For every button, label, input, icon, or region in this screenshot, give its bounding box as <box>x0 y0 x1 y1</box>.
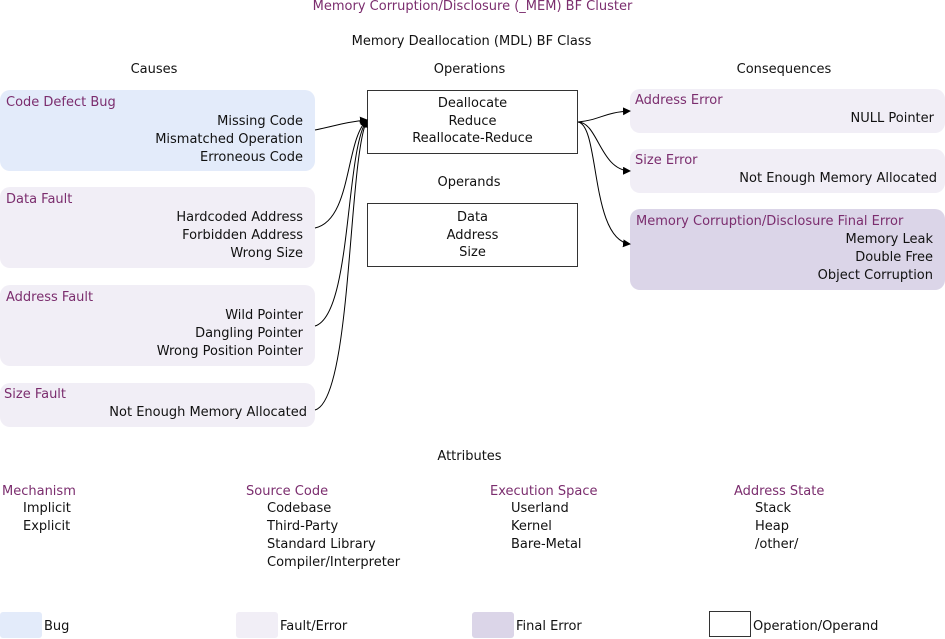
cause-item: Not Enough Memory Allocated <box>109 405 307 420</box>
attribute-list-execution-space: Userland Kernel Bare-Metal <box>511 500 582 554</box>
attribute-title: Execution Space <box>490 484 598 499</box>
cause-title: Code Defect Bug <box>6 95 116 110</box>
operation-item: Reduce <box>448 113 497 129</box>
attribute-item: Userland <box>511 501 569 516</box>
arrow-operations-to-final-error <box>577 121 631 248</box>
legend-label-fault: Fault/Error <box>280 619 348 634</box>
cause-title: Data Fault <box>6 192 73 207</box>
cluster-title: Memory Corruption/Disclosure (_MEM) BF C… <box>312 0 633 14</box>
legend-label-bug: Bug <box>44 619 70 634</box>
attribute-item: Compiler/Interpreter <box>267 555 401 570</box>
operand-item: Size <box>459 245 486 260</box>
arrow-operations-to-address-error <box>577 107 631 123</box>
consequences-header: Consequences <box>736 62 832 77</box>
attribute-list-mechanism: Implicit Explicit <box>23 500 71 536</box>
operand-item: Data <box>456 210 489 225</box>
operands-header: Operands <box>437 175 501 190</box>
consequence-title: Memory Corruption/Disclosure Final Error <box>636 214 904 229</box>
consequence-item: Double Free <box>855 250 933 265</box>
arrow-data-fault-to-operations <box>314 119 368 229</box>
legend-label-operation: Operation/Operand <box>753 619 879 634</box>
legend-label-final: Final Error <box>516 619 582 634</box>
cause-title: Size Fault <box>4 387 67 402</box>
attribute-title: Mechanism <box>2 484 76 499</box>
legend-swatch-operation <box>709 611 751 637</box>
cause-address-fault: Address Fault Wild Pointer Dangling Poin… <box>0 285 315 366</box>
attribute-list-address-state: Stack Heap /other/ <box>755 500 798 554</box>
arrow-code-defect-to-operations <box>314 116 368 131</box>
attribute-item: Third-Party <box>267 519 339 534</box>
legend-swatch-final <box>472 612 514 638</box>
cause-item: Mismatched Operation <box>155 132 303 147</box>
cause-item: Dangling Pointer <box>195 326 303 341</box>
causes-header: Causes <box>130 62 178 77</box>
cause-item: Forbidden Address <box>182 228 303 243</box>
operations-box: Deallocate Reduce Reallocate-Reduce <box>367 90 578 154</box>
consequence-item: NULL Pointer <box>850 111 934 126</box>
attribute-item: Stack <box>755 501 791 516</box>
attributes-header: Attributes <box>437 449 502 464</box>
attribute-title: Address State <box>734 484 825 499</box>
attribute-item: Implicit <box>23 501 71 516</box>
arrow-address-fault-to-operations <box>314 119 368 327</box>
attribute-title: Source Code <box>246 484 329 499</box>
cause-item: Hardcoded Address <box>176 210 303 225</box>
consequence-address-error: Address Error NULL Pointer <box>630 89 945 133</box>
cause-item: Wild Pointer <box>225 308 303 323</box>
cause-size-fault: Size Fault Not Enough Memory Allocated <box>0 383 315 427</box>
legend-swatch-bug <box>0 612 42 638</box>
operation-item: Reallocate-Reduce <box>412 131 533 146</box>
attribute-item: /other/ <box>755 537 799 552</box>
attribute-item: Kernel <box>511 519 552 534</box>
attribute-list-source-code: Codebase Third-Party Standard Library Co… <box>267 500 400 572</box>
legend-swatch-fault <box>236 612 278 638</box>
cause-item: Wrong Size <box>230 246 303 261</box>
consequence-title: Address Error <box>635 93 723 108</box>
consequence-item: Not Enough Memory Allocated <box>739 171 937 186</box>
attribute-item: Standard Library <box>267 537 376 552</box>
cause-data-fault: Data Fault Hardcoded Address Forbidden A… <box>0 187 315 268</box>
cause-item: Erroneous Code <box>200 150 303 165</box>
consequence-item: Memory Leak <box>845 232 933 247</box>
attribute-item: Heap <box>755 519 789 534</box>
consequence-item: Object Corruption <box>817 268 933 283</box>
attribute-item: Bare-Metal <box>511 537 582 552</box>
consequence-final-error: Memory Corruption/Disclosure Final Error… <box>630 209 945 290</box>
operands-box: Data Address Size <box>367 203 578 267</box>
cause-title: Address Fault <box>6 290 94 305</box>
cause-code-defect-bug: Code Defect Bug Missing Code Mismatched … <box>0 90 315 171</box>
consequence-size-error: Size Error Not Enough Memory Allocated <box>630 149 945 193</box>
class-title: Memory Deallocation (MDL) BF Class <box>351 34 592 49</box>
arrow-size-fault-to-operations <box>314 119 368 411</box>
operation-item: Deallocate <box>437 96 508 111</box>
attribute-item: Codebase <box>267 501 332 516</box>
operations-header: Operations <box>433 62 506 77</box>
cause-item: Missing Code <box>217 114 303 129</box>
operand-item: Address <box>446 227 499 243</box>
attribute-item: Explicit <box>23 519 71 534</box>
cause-item: Wrong Position Pointer <box>156 344 303 359</box>
consequence-title: Size Error <box>635 153 698 168</box>
arrow-operations-to-size-error <box>577 121 631 175</box>
